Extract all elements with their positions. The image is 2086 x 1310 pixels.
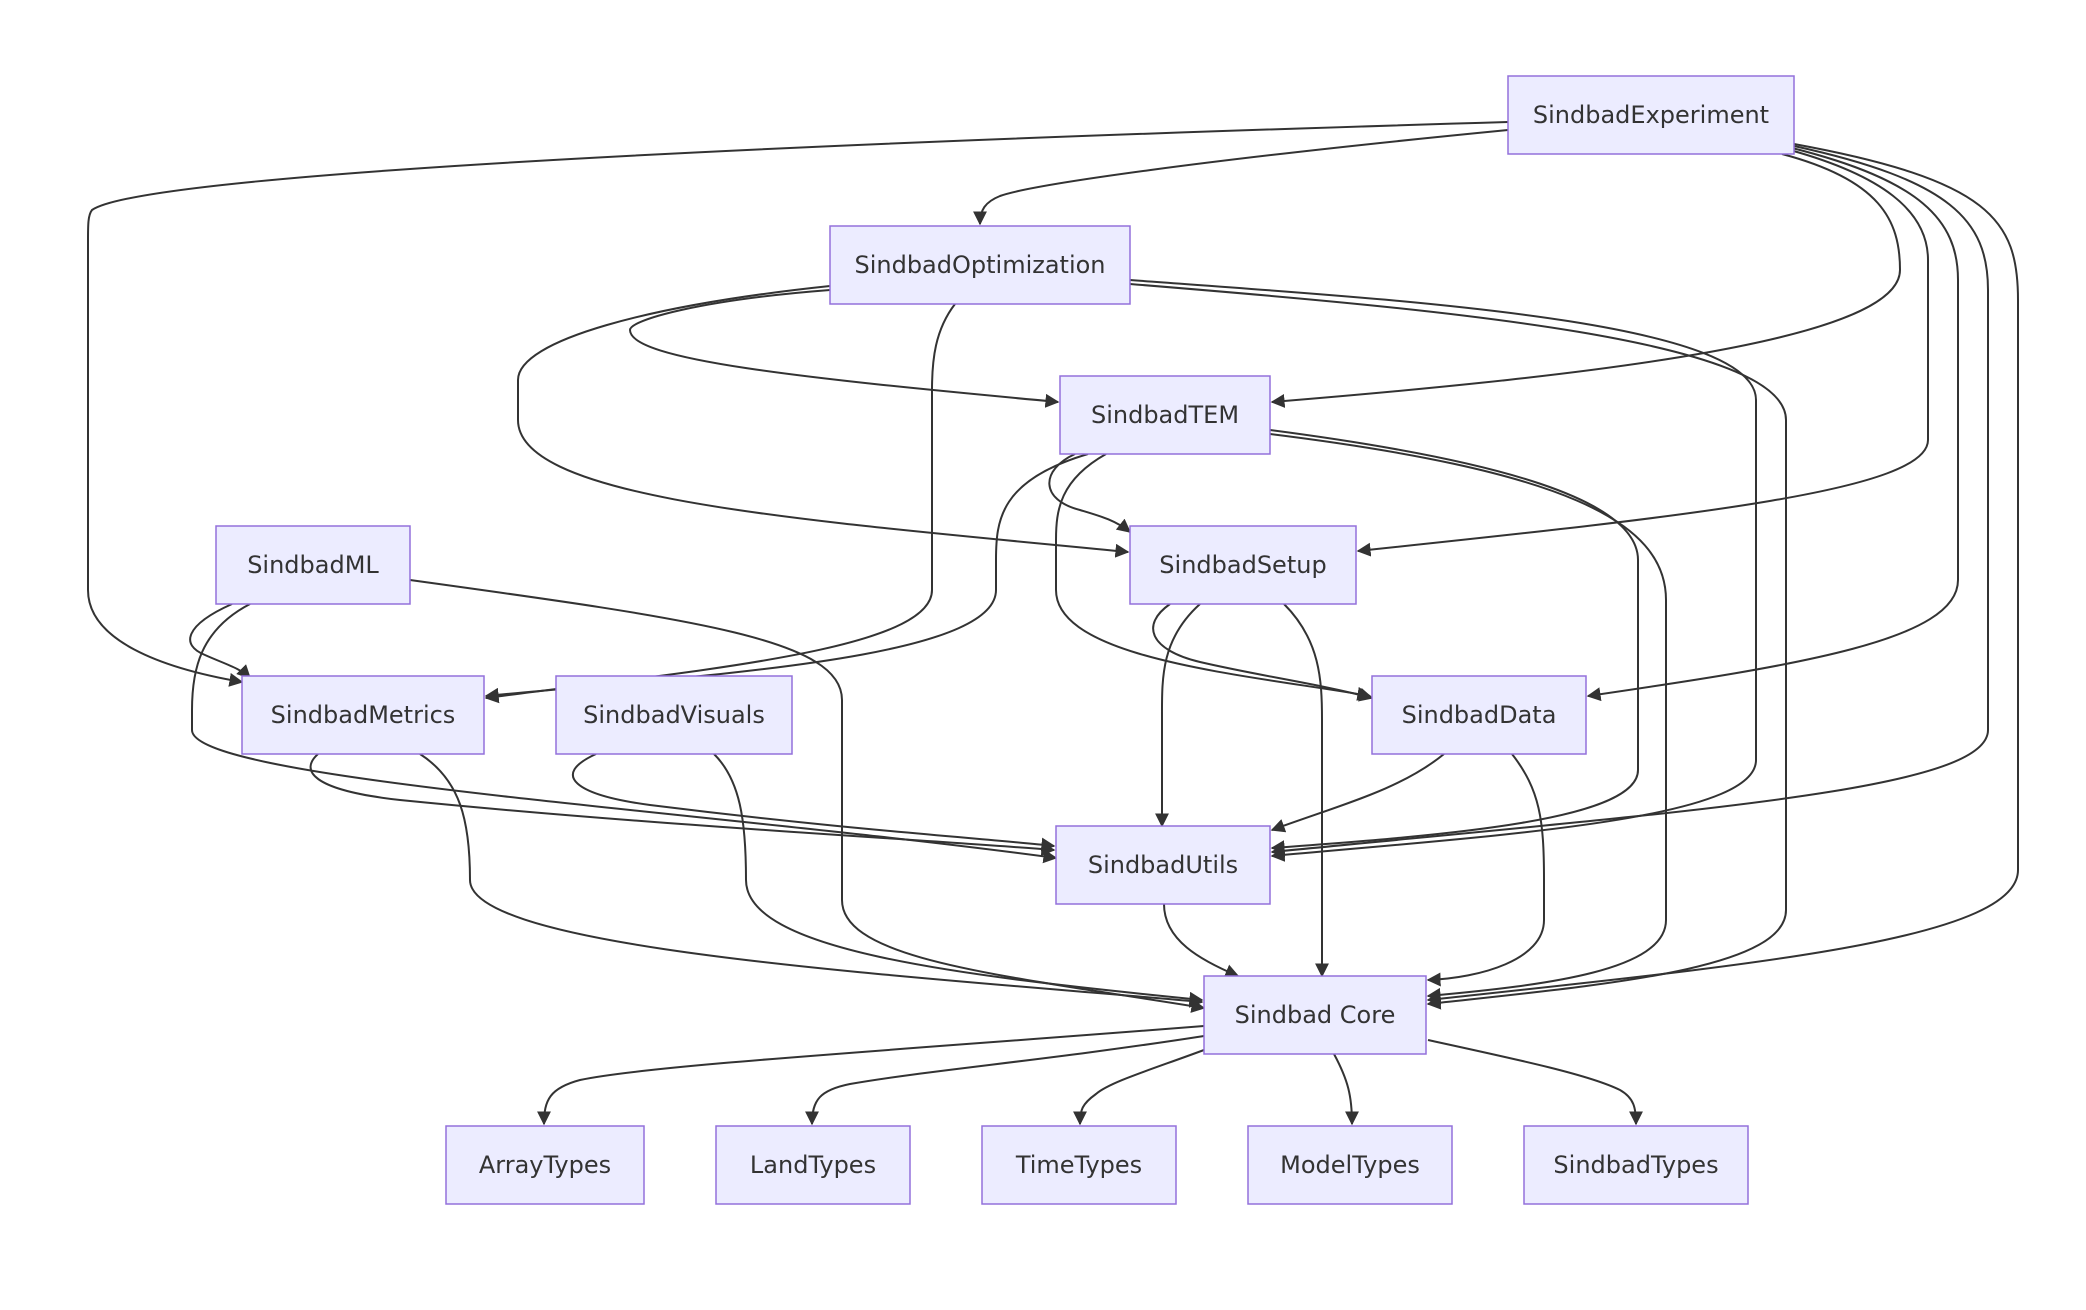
node-timetypes: TimeTypes (981, 1125, 1177, 1205)
node-sindbadtypes: SindbadTypes (1523, 1125, 1749, 1205)
edge-optimization-to-core (1129, 283, 1787, 1010)
node-box-modeltypes (1247, 1125, 1453, 1205)
node-box-data (1371, 675, 1587, 755)
edge-ml-to-utils (191, 603, 1058, 864)
edge-setup-to-core (1283, 603, 1329, 978)
node-box-optimization (829, 225, 1131, 305)
node-label-tem: SindbadTEM (1091, 401, 1239, 429)
edge-data-to-core (1426, 753, 1545, 987)
node-box-arraytypes (445, 1125, 645, 1205)
edge-setup-to-data (1152, 603, 1374, 702)
edge-experiment-to-data (1586, 147, 1959, 702)
edge-optimization-to-setup (517, 285, 1130, 558)
edge-experiment-to-setup (1356, 149, 1929, 557)
edge-setup-to-utils (1155, 603, 1201, 828)
node-label-arraytypes: ArrayTypes (479, 1151, 611, 1179)
edge-experiment-to-utils (1270, 145, 1989, 858)
edge-ml-to-metrics (189, 603, 251, 679)
edge-metrics-to-utils (309, 753, 1056, 857)
edge-core-to-sindbadtypes (1427, 1039, 1643, 1126)
node-label-visuals: SindbadVisuals (583, 701, 765, 729)
node-core: Sindbad Core (1203, 975, 1427, 1055)
node-ml: SindbadML (215, 525, 411, 605)
node-label-metrics: SindbadMetrics (271, 701, 456, 729)
node-box-core (1203, 975, 1427, 1055)
edge-experiment-to-metrics (87, 121, 1509, 687)
node-box-landtypes (715, 1125, 911, 1205)
edge-utils-to-core (1163, 903, 1240, 978)
node-utils: SindbadUtils (1055, 825, 1271, 905)
node-box-visuals (555, 675, 793, 755)
node-modeltypes: ModelTypes (1247, 1125, 1453, 1205)
node-label-optimization: SindbadOptimization (854, 251, 1105, 279)
node-label-sindbadtypes: SindbadTypes (1553, 1151, 1718, 1179)
edge-visuals-to-utils (572, 753, 1056, 852)
edge-tem-to-metrics (484, 453, 1089, 702)
edge-tem-to-setup (1048, 453, 1132, 533)
node-label-core: Sindbad Core (1235, 1001, 1396, 1029)
node-box-timetypes (981, 1125, 1177, 1205)
node-box-experiment (1507, 75, 1795, 155)
node-label-utils: SindbadUtils (1088, 851, 1238, 879)
node-optimization: SindbadOptimization (829, 225, 1131, 305)
edge-core-to-modeltypes (1333, 1053, 1359, 1126)
node-box-sindbadtypes (1523, 1125, 1749, 1205)
edge-experiment-to-tem (1270, 153, 1902, 408)
node-label-modeltypes: ModelTypes (1280, 1151, 1420, 1179)
edge-visuals-to-core (713, 753, 1204, 1006)
edges (87, 121, 2019, 1126)
edge-data-to-utils (1270, 753, 1445, 833)
node-tem: SindbadTEM (1059, 375, 1271, 455)
edge-tem-to-core (1269, 433, 1667, 1002)
node-label-ml: SindbadML (247, 551, 379, 579)
node-label-setup: SindbadSetup (1159, 551, 1326, 579)
edge-tem-to-utils (1269, 429, 1639, 855)
node-box-utils (1055, 825, 1271, 905)
edge-tem-to-data (1055, 453, 1372, 701)
node-data: SindbadData (1371, 675, 1587, 755)
node-arraytypes: ArrayTypes (445, 1125, 645, 1205)
node-box-ml (215, 525, 411, 605)
node-label-landtypes: LandTypes (750, 1151, 876, 1179)
node-label-experiment: SindbadExperiment (1533, 101, 1769, 129)
node-landtypes: LandTypes (715, 1125, 911, 1205)
edge-core-to-landtypes (805, 1035, 1205, 1126)
node-box-tem (1059, 375, 1271, 455)
edge-optimization-to-utils (1129, 279, 1757, 862)
nodes: SindbadExperimentSindbadOptimizationSind… (215, 75, 1795, 1205)
node-setup: SindbadSetup (1129, 525, 1357, 605)
edge-metrics-to-core (419, 753, 1204, 1008)
node-experiment: SindbadExperiment (1507, 75, 1795, 155)
node-visuals: SindbadVisuals (555, 675, 793, 755)
edge-ml-to-core (409, 579, 1206, 1013)
edge-core-to-arraytypes (537, 1025, 1205, 1126)
edge-optimization-to-tem (628, 289, 1060, 408)
node-label-timetypes: TimeTypes (1015, 1151, 1142, 1179)
node-box-metrics (241, 675, 485, 755)
node-metrics: SindbadMetrics (241, 675, 485, 755)
node-box-setup (1129, 525, 1357, 605)
edge-core-to-timetypes (1073, 1049, 1205, 1126)
edge-experiment-to-optimization (973, 129, 1509, 226)
node-label-data: SindbadData (1402, 701, 1557, 729)
edge-experiment-to-core (1426, 143, 2019, 1006)
